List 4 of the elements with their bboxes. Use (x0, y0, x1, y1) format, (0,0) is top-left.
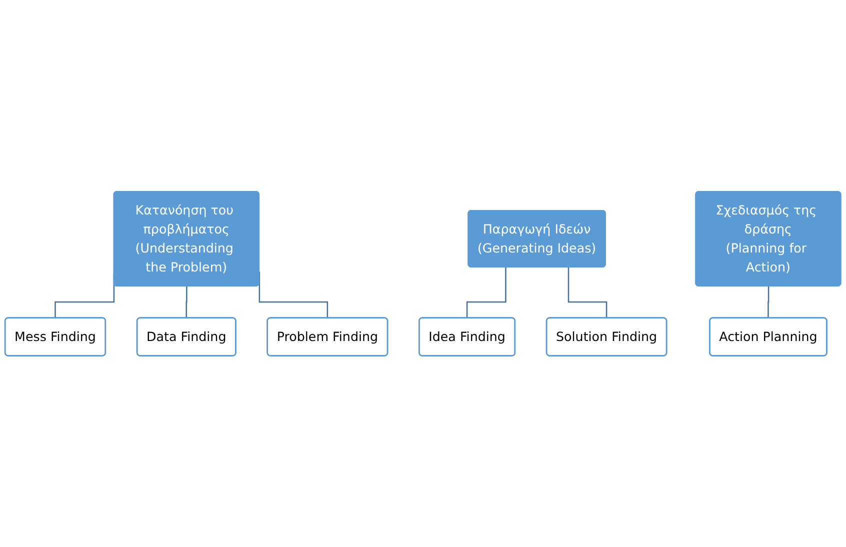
connector (186, 286, 188, 319)
connector (466, 268, 506, 319)
connector (568, 268, 608, 319)
connector (768, 286, 770, 319)
